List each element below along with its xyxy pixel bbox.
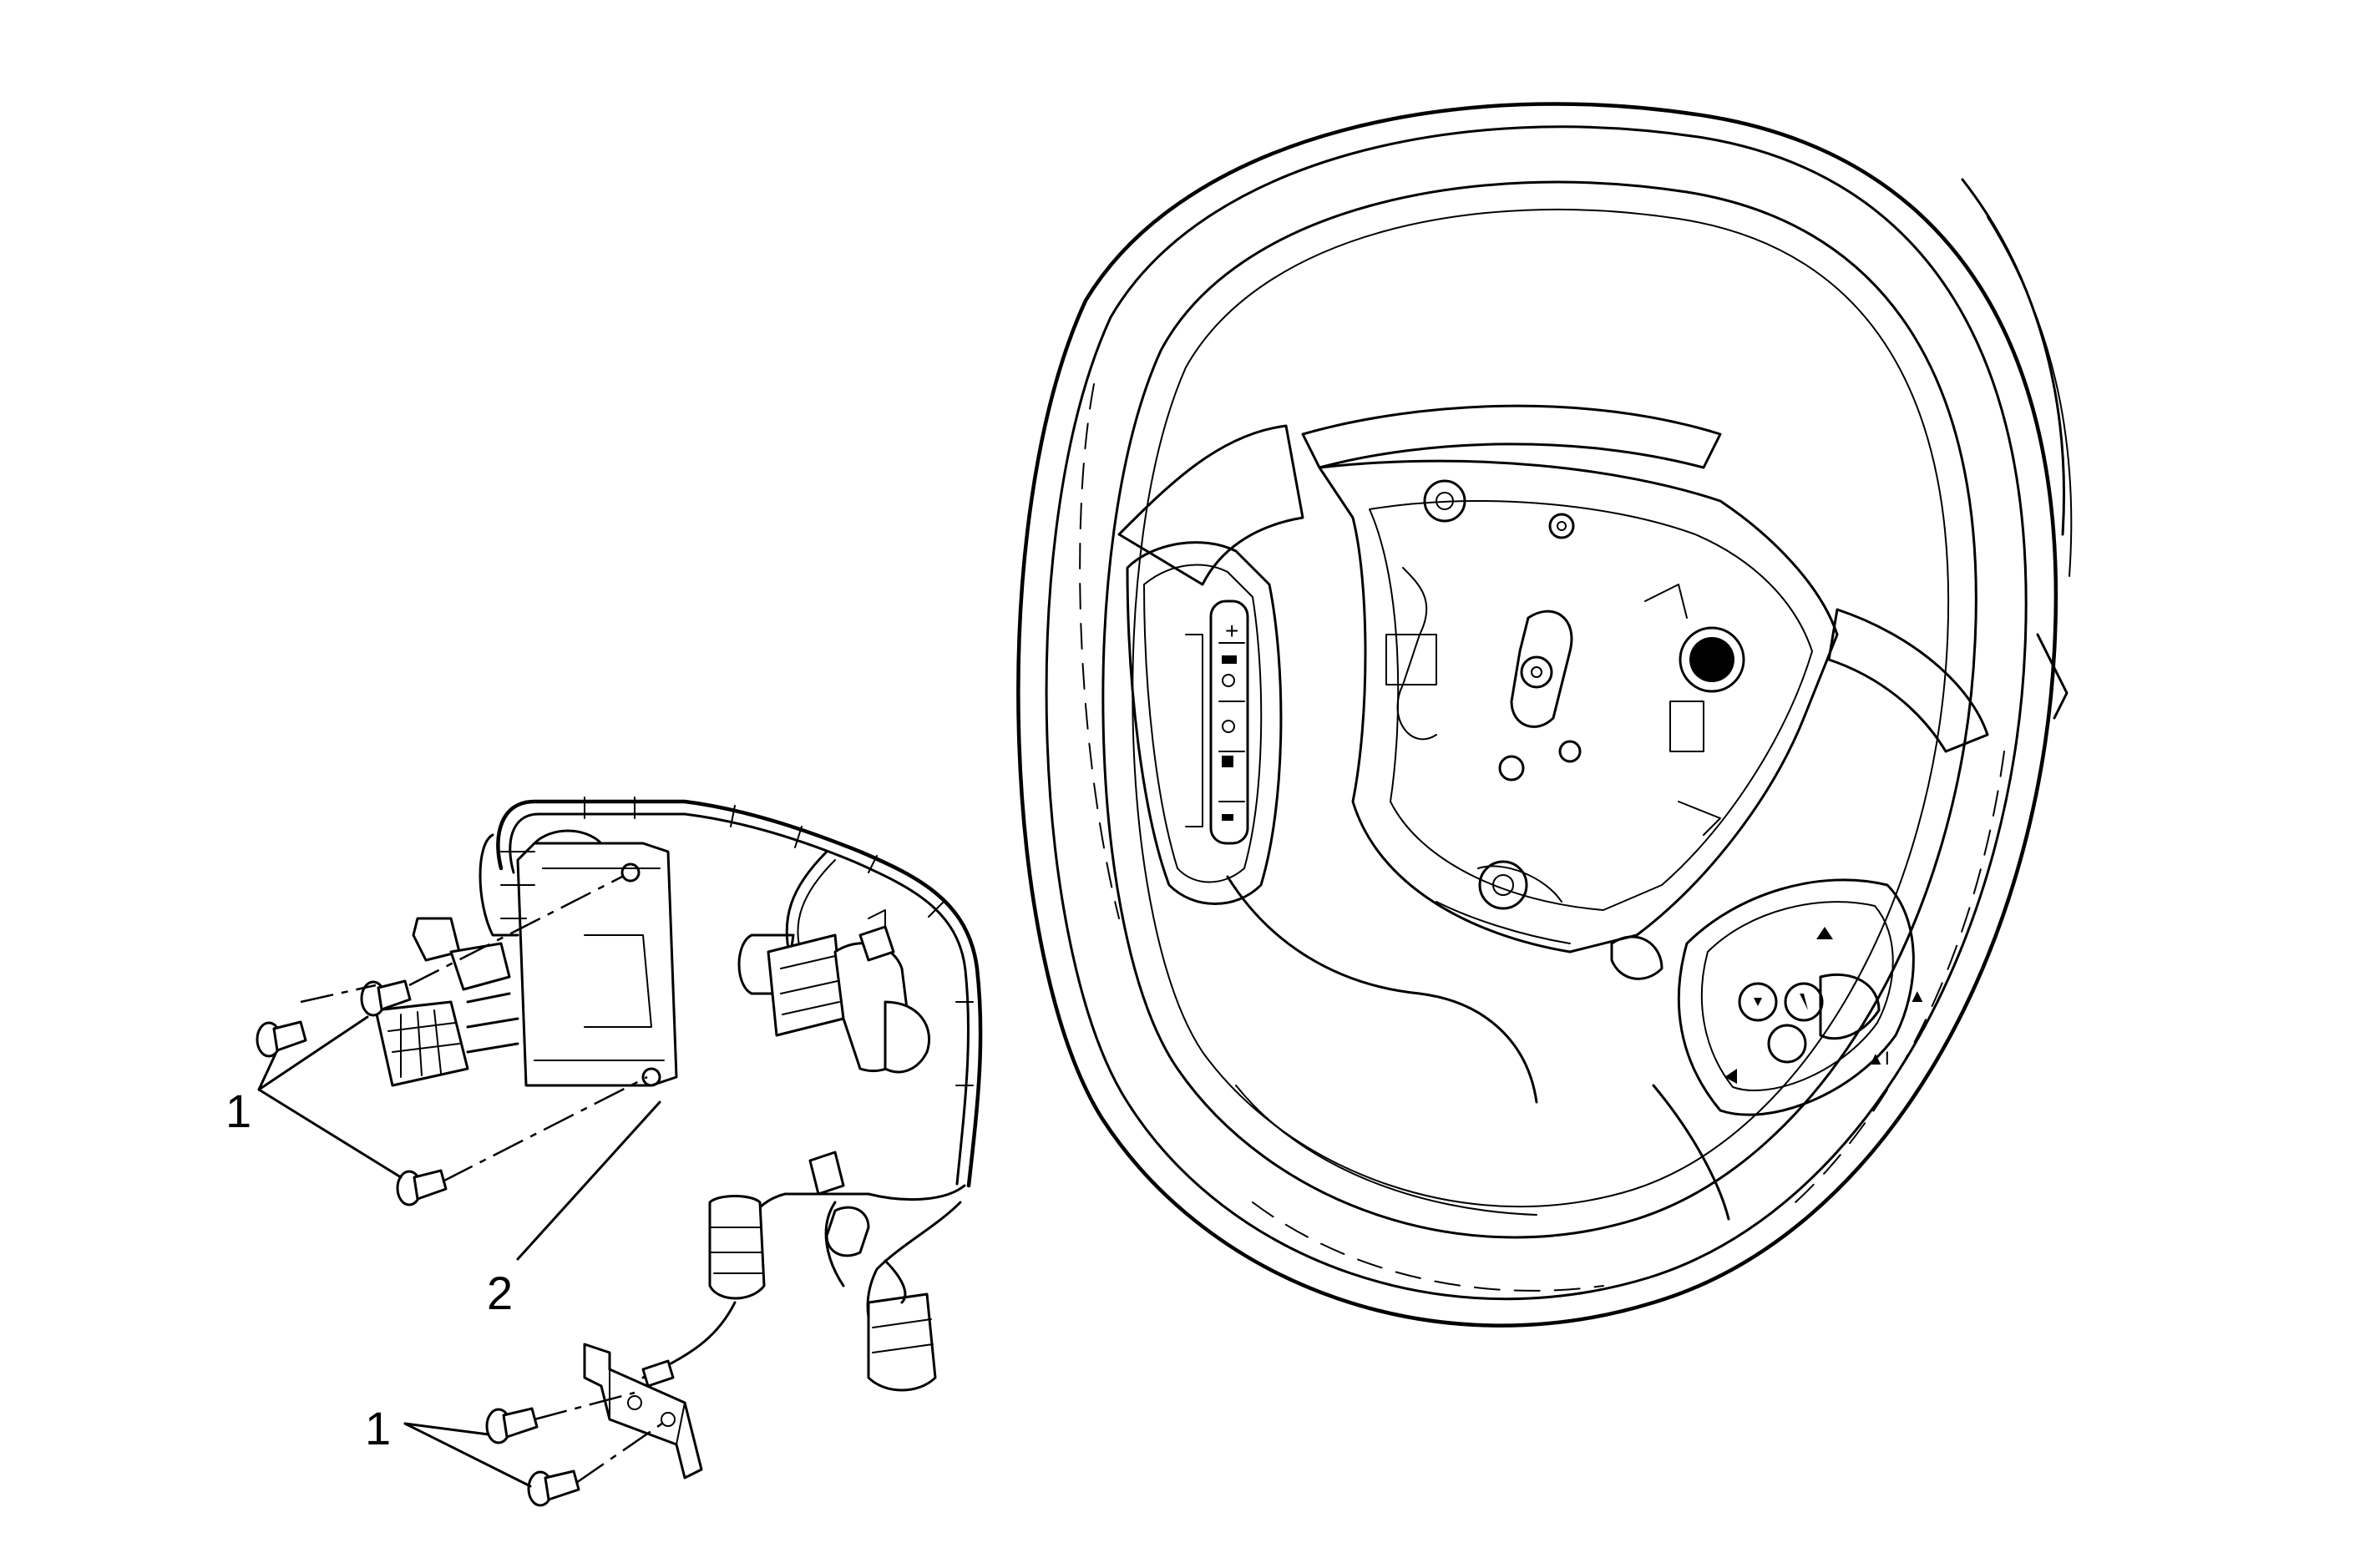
svg-text:+: + [1225, 618, 1238, 644]
screws [256, 979, 580, 1507]
callout-screws-lower: 1 [365, 1402, 391, 1454]
harness-connectors-middle [737, 909, 931, 1074]
callout-screws-upper: 1 [225, 1085, 251, 1137]
screw [527, 1469, 580, 1507]
alignment-lines [300, 875, 669, 1485]
svg-text:▲I: ▲I [1866, 1048, 1890, 1069]
screw [360, 979, 412, 1017]
harness-connectors-upper [374, 917, 519, 1087]
lower-mounting-bracket [583, 1343, 703, 1480]
svg-text:▲: ▲ [1908, 985, 1927, 1006]
leader-lines [257, 1015, 661, 1488]
left-switch-panel: + [1126, 541, 1283, 905]
screw [396, 1169, 448, 1206]
harness-connectors-lower [641, 1151, 937, 1392]
steering-wheel: + [1016, 102, 2073, 1328]
screw [485, 1407, 539, 1444]
wheel-hub [1318, 459, 1839, 980]
steering-wheel-control-module [479, 829, 678, 1087]
right-switch-panel: ▲I ▲ [1677, 878, 1927, 1116]
screw [256, 1020, 307, 1058]
callout-module: 2 [487, 1267, 513, 1319]
wiring-harness [496, 797, 983, 1354]
